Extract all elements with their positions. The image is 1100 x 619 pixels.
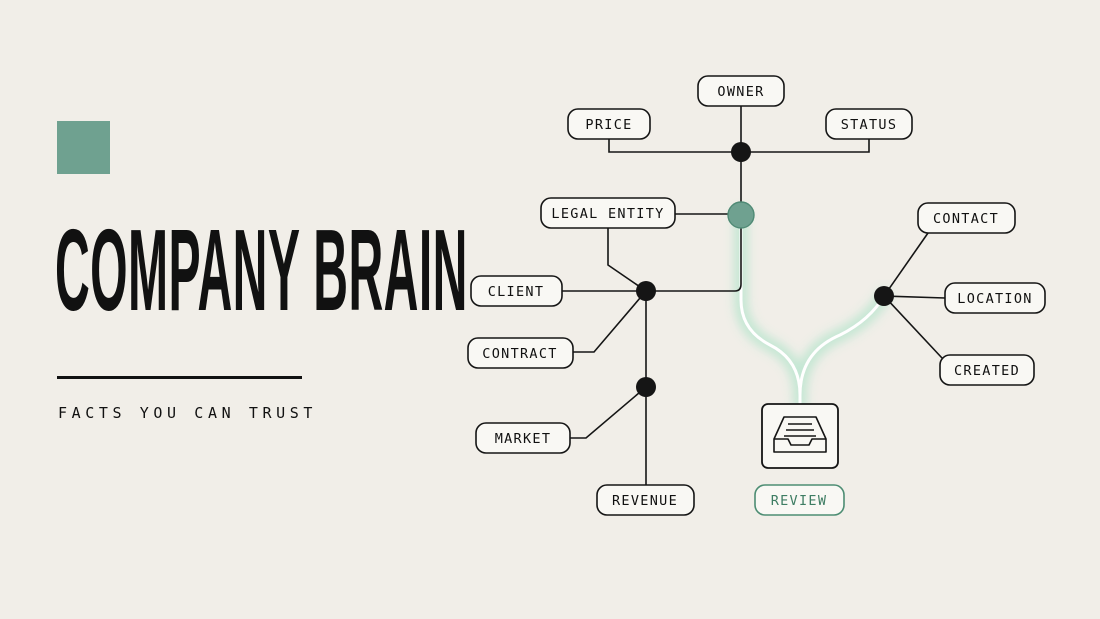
svg-text:LOCATION: LOCATION xyxy=(957,291,1032,307)
svg-text:CLIENT: CLIENT xyxy=(488,284,545,300)
page-title: COMPANY BRAIN xyxy=(55,205,468,335)
node-price: PRICE xyxy=(567,108,651,140)
svg-text:MARKET: MARKET xyxy=(495,431,552,447)
svg-text:CONTACT: CONTACT xyxy=(933,211,999,227)
svg-text:REVENUE: REVENUE xyxy=(612,493,678,509)
hub-node-lower xyxy=(636,377,656,397)
review-box xyxy=(761,403,839,469)
svg-text:CREATED: CREATED xyxy=(954,363,1020,379)
node-client: CLIENT xyxy=(470,275,563,307)
page-subtitle: FACTS YOU CAN TRUST xyxy=(58,404,317,422)
svg-text:OWNER: OWNER xyxy=(717,84,764,100)
accent-square xyxy=(57,121,110,174)
node-contact: CONTACT xyxy=(917,202,1016,234)
hub-node-left xyxy=(636,281,656,301)
svg-text:REVIEW: REVIEW xyxy=(771,493,828,509)
node-revenue: REVENUE xyxy=(596,484,695,516)
inbox-tray-icon xyxy=(773,416,827,453)
node-owner: OWNER xyxy=(697,75,785,107)
svg-text:STATUS: STATUS xyxy=(841,117,898,133)
node-created: CREATED xyxy=(939,354,1035,386)
svg-text:CONTRACT: CONTRACT xyxy=(482,346,557,362)
title-divider xyxy=(57,376,302,379)
svg-text:PRICE: PRICE xyxy=(585,117,632,133)
hub-node-top xyxy=(731,142,751,162)
node-review: REVIEW xyxy=(754,484,845,516)
hub-node-active xyxy=(727,201,755,229)
review-flow xyxy=(734,208,891,411)
node-status: STATUS xyxy=(825,108,913,140)
node-legal-entity: LEGAL ENTITY xyxy=(540,197,676,229)
node-contract: CONTRACT xyxy=(467,337,574,369)
node-market: MARKET xyxy=(475,422,571,454)
node-location: LOCATION xyxy=(944,282,1046,314)
svg-text:LEGAL ENTITY: LEGAL ENTITY xyxy=(551,206,664,222)
hub-node-right xyxy=(874,286,894,306)
